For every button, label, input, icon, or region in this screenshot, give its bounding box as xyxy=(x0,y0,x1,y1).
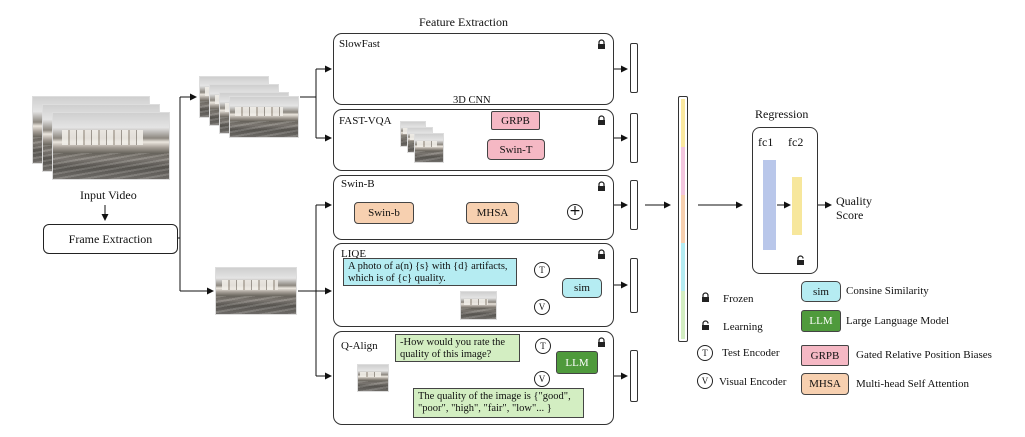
legend-llm-swatch: LLM xyxy=(801,310,841,332)
qalign-image xyxy=(357,364,389,392)
concatenated-feature-vector xyxy=(678,96,688,342)
qalign-text-encoder-node: T xyxy=(535,338,551,354)
slowfast-cnn-label: 3D CNN xyxy=(453,95,491,106)
swin-b-block: Swin-b xyxy=(354,202,414,224)
liqe-frozen-lock-icon xyxy=(598,249,605,259)
single-frame-image xyxy=(215,267,297,315)
legend-sim-swatch: sim xyxy=(801,281,841,302)
legend-frozen-label: Frozen xyxy=(723,293,754,305)
qalign-llm-label: LLM xyxy=(565,356,589,369)
qalign-question: -How would you rate the quality of this … xyxy=(395,334,520,362)
fastvqa-patch-3 xyxy=(414,133,444,163)
legend-grpb-swatch: GRPB xyxy=(801,345,849,366)
qalign-feature-vector xyxy=(630,350,638,402)
slowfast-frozen-lock-icon xyxy=(598,39,605,49)
mhsa-block: MHSA xyxy=(466,202,519,224)
legend-grpb-label: Gated Relative Position Biases xyxy=(856,349,992,361)
fc2-label: fc2 xyxy=(788,135,804,149)
legend-sim-label: Consine Similarity xyxy=(846,285,929,297)
slowfast-panel xyxy=(333,33,614,105)
quality-score-label: Quality Score xyxy=(836,194,872,222)
swinb-feature-vector xyxy=(630,180,638,230)
swin-t-label: Swin-T xyxy=(499,143,533,156)
liqe-visual-encoder-node: V xyxy=(534,299,550,315)
fastvqa-title: FAST-VQA xyxy=(339,115,392,127)
add-node: + xyxy=(567,204,583,220)
frames-stack-top-4 xyxy=(229,96,299,138)
slowfast-feature-vector xyxy=(630,43,638,93)
liqe-image xyxy=(460,291,497,320)
liqe-sim-block: sim xyxy=(562,278,602,298)
fc2-bar xyxy=(792,177,802,235)
qalign-title: Q-Align xyxy=(341,340,378,352)
regression-box xyxy=(752,127,818,274)
swinb-title: Swin-B xyxy=(341,178,375,190)
legend-sim-key: sim xyxy=(813,285,829,298)
regression-title: Regression xyxy=(755,107,809,121)
qalign-answer: The quality of the image is {"good", "po… xyxy=(413,388,584,418)
legend-llm-label: Large Language Model xyxy=(846,315,950,327)
qalign-visual-encoder-node: V xyxy=(534,371,550,387)
legend-grpb-key: GRPB xyxy=(810,349,840,362)
legend-learning-label: Learning xyxy=(723,321,763,333)
legend-text-encoder-node: T xyxy=(697,345,713,361)
liqe-title: LIQE xyxy=(341,248,367,260)
liqe-sim-label: sim xyxy=(574,282,590,294)
legend-mhsa-label: Multi-head Self Attention xyxy=(856,378,970,390)
legend-mhsa-key: MHSA xyxy=(809,378,841,390)
slowfast-title: SlowFast xyxy=(339,38,380,50)
legend-frozen-lock-icon xyxy=(702,292,709,302)
qalign-llm-block: LLM xyxy=(556,351,598,374)
legend-learning-lock-icon xyxy=(702,320,709,330)
input-video-frame-3 xyxy=(52,112,170,180)
feature-extraction-title: Feature Extraction xyxy=(419,15,508,29)
fastvqa-feature-vector xyxy=(630,113,638,163)
swinb-frozen-lock-icon xyxy=(598,181,605,191)
legend-visual-encoder-label: Visual Encoder xyxy=(719,376,787,388)
legend-visual-encoder-node: V xyxy=(697,373,713,389)
fc1-label: fc1 xyxy=(758,135,774,149)
liqe-prompt: A photo of a(n) {s} with {d} artifacts, … xyxy=(343,258,517,286)
frame-extraction-label: Frame Extraction xyxy=(68,231,153,246)
grpb-label: GRPB xyxy=(501,114,530,127)
legend-llm-key: LLM xyxy=(809,315,833,327)
fastvqa-frozen-lock-icon xyxy=(598,115,605,125)
mhsa-label: MHSA xyxy=(476,207,509,219)
fastvqa-panel xyxy=(333,109,614,171)
legend-text-encoder-label: Test Encoder xyxy=(722,347,780,359)
frame-extraction-box: Frame Extraction xyxy=(43,224,178,254)
regression-learning-lock-icon xyxy=(797,255,804,265)
liqe-feature-vector xyxy=(630,258,638,313)
liqe-text-encoder-node: T xyxy=(534,262,550,278)
swin-b-label: Swin-b xyxy=(368,207,400,219)
fc1-bar xyxy=(763,160,776,250)
grpb-block: GRPB xyxy=(491,111,540,130)
legend-mhsa-swatch: MHSA xyxy=(801,373,849,395)
qalign-frozen-lock-icon xyxy=(598,337,605,347)
swin-t-block: Swin-T xyxy=(487,139,545,160)
input-video-label: Input Video xyxy=(80,188,137,202)
